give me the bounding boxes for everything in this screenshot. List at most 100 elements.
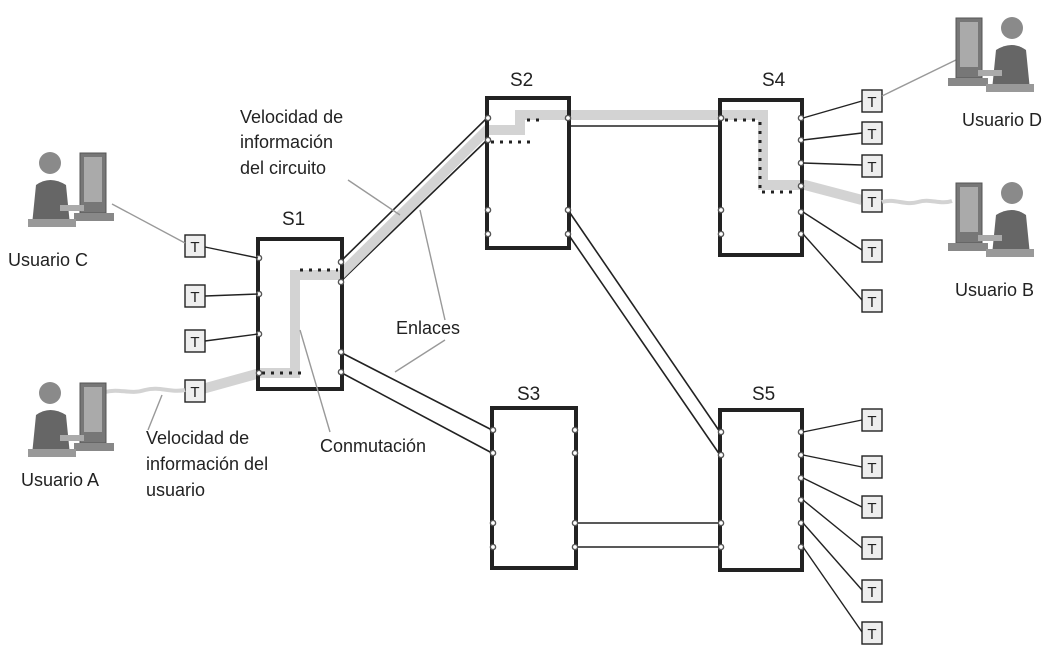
switches xyxy=(258,98,802,570)
port xyxy=(798,429,803,434)
user-d-label: Usuario D xyxy=(962,110,1042,130)
terminal-link xyxy=(803,101,862,118)
callout-links-1 xyxy=(420,210,445,320)
user-c-label: Usuario C xyxy=(8,250,88,270)
terminal: T xyxy=(185,330,205,352)
port xyxy=(798,183,803,188)
port xyxy=(798,115,803,120)
terminal-link xyxy=(803,478,862,507)
port xyxy=(718,520,723,525)
port xyxy=(718,544,723,549)
terminal-label: T xyxy=(190,239,199,256)
port xyxy=(798,475,803,480)
port xyxy=(718,207,723,212)
user-a-label: Usuario A xyxy=(21,470,99,490)
port xyxy=(256,370,261,375)
port xyxy=(490,544,495,549)
circuit-rate-line-3: del circuito xyxy=(240,158,326,178)
user-b-rate xyxy=(882,201,952,203)
terminal: T xyxy=(862,240,882,262)
terminal-b: T xyxy=(862,190,882,212)
port xyxy=(798,231,803,236)
port xyxy=(572,427,577,432)
port xyxy=(572,450,577,455)
port xyxy=(485,207,490,212)
user-d-line xyxy=(882,58,960,96)
port xyxy=(798,452,803,457)
terminal-link xyxy=(803,420,862,432)
terminal-label: T xyxy=(867,541,876,558)
port xyxy=(798,160,803,165)
port xyxy=(718,231,723,236)
annotation-links: Enlaces xyxy=(396,318,460,338)
port xyxy=(798,497,803,502)
terminal-a: T xyxy=(185,380,205,402)
terminal: T xyxy=(862,290,882,312)
terminal: T xyxy=(862,122,882,144)
switch-s3 xyxy=(492,408,576,568)
terminal: T xyxy=(862,456,882,478)
terminal-link xyxy=(205,334,258,341)
terminal-link xyxy=(803,455,862,467)
terminal: T xyxy=(862,155,882,177)
terminal-label: T xyxy=(190,334,199,351)
user-rate-line-2: información del xyxy=(146,454,268,474)
port xyxy=(718,452,723,457)
switch-label-s4: S4 xyxy=(762,70,786,91)
annotation-switching: Conmutación xyxy=(320,436,426,456)
user-a-figure xyxy=(28,382,114,457)
user-rate-line-3: usuario xyxy=(146,480,205,500)
port xyxy=(338,369,343,374)
terminal-d: T xyxy=(862,90,882,112)
circuit-rate-line-2: información xyxy=(240,132,333,152)
port xyxy=(798,520,803,525)
port xyxy=(565,115,570,120)
callout-circuit-rate xyxy=(348,180,400,215)
port xyxy=(485,115,490,120)
user-a-rate xyxy=(105,389,185,392)
terminal-label: T xyxy=(867,244,876,261)
link-s1-s2-b xyxy=(340,140,487,282)
user-c-line xyxy=(112,204,185,243)
callout-user-rate xyxy=(148,395,162,430)
switch-label-s1: S1 xyxy=(282,209,305,230)
port xyxy=(718,429,723,434)
terminal-link xyxy=(205,294,258,296)
terminal-label: T xyxy=(867,460,876,477)
user-d-figure xyxy=(948,17,1034,92)
link-s2-s5-b xyxy=(568,234,720,455)
port xyxy=(490,450,495,455)
user-b-figure xyxy=(948,182,1034,257)
terminal-link xyxy=(803,133,862,140)
terminal: T xyxy=(862,580,882,602)
port xyxy=(798,544,803,549)
port xyxy=(490,520,495,525)
terminal-link xyxy=(205,247,258,258)
switch-label-s5: S5 xyxy=(752,384,775,405)
callout-links-2 xyxy=(395,340,445,372)
port xyxy=(718,115,723,120)
terminal: T xyxy=(862,622,882,644)
terminal-link xyxy=(803,547,862,632)
port xyxy=(338,259,343,264)
port xyxy=(798,137,803,142)
terminal: T xyxy=(185,285,205,307)
user-c-figure xyxy=(28,152,114,227)
terminal-label: T xyxy=(867,94,876,111)
terminal: T xyxy=(862,496,882,518)
port xyxy=(572,544,577,549)
annotation-user-rate: Velocidad de información del usuario xyxy=(146,428,268,500)
user-b-label: Usuario B xyxy=(955,280,1034,300)
port xyxy=(485,231,490,236)
terminal-label: T xyxy=(867,126,876,143)
user-rate-line-1: Velocidad de xyxy=(146,428,249,448)
link-s2-s5-a xyxy=(568,210,720,432)
terminal-label: T xyxy=(867,500,876,517)
terminal-link xyxy=(803,523,862,590)
terminal-link xyxy=(803,163,862,165)
switch-s5 xyxy=(720,410,802,570)
terminal-label: T xyxy=(867,584,876,601)
terminal-label: T xyxy=(190,384,199,401)
terminal: T xyxy=(862,537,882,559)
